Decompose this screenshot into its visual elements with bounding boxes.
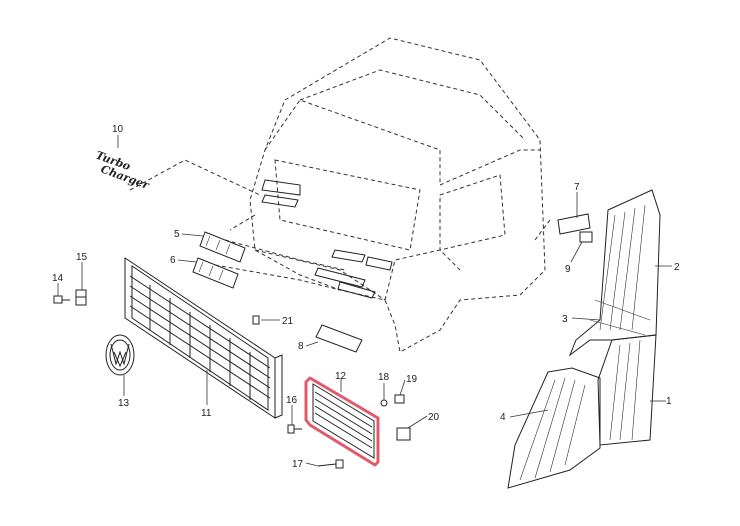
highlight-outline bbox=[304, 376, 380, 467]
callout-13: 13 bbox=[118, 398, 130, 409]
callout-16: 16 bbox=[286, 395, 298, 406]
screw-14 bbox=[53, 295, 70, 304]
callout-4: 4 bbox=[500, 412, 506, 423]
callout-12: 12 bbox=[335, 371, 347, 382]
clip-20 bbox=[396, 427, 411, 441]
callout-2: 2 bbox=[674, 262, 680, 273]
clip-21 bbox=[252, 315, 260, 325]
trim-strip-5 bbox=[199, 231, 246, 263]
callout-11: 11 bbox=[201, 408, 212, 419]
screw-17 bbox=[317, 459, 344, 469]
callout-15: 15 bbox=[76, 252, 88, 263]
callout-7: 7 bbox=[574, 182, 580, 193]
clip-9 bbox=[579, 231, 593, 243]
nut-19 bbox=[394, 394, 405, 404]
vw-badge bbox=[105, 334, 135, 376]
screw-16 bbox=[287, 424, 302, 434]
side-panel-4 bbox=[507, 367, 601, 489]
plate-8 bbox=[315, 324, 363, 353]
callout-labels: 1 2 3 4 5 6 7 8 9 10 11 12 13 14 15 16 1… bbox=[52, 124, 680, 470]
callout-1: 1 bbox=[666, 396, 672, 407]
callout-9: 9 bbox=[565, 264, 571, 275]
callout-6: 6 bbox=[170, 255, 176, 266]
bracket-15 bbox=[75, 289, 87, 306]
callout-17: 17 bbox=[292, 459, 304, 470]
turbo-charger-emblem: Turbo Charger bbox=[94, 149, 152, 193]
plate-7 bbox=[557, 213, 591, 235]
callout-10: 10 bbox=[112, 124, 124, 135]
louvre-panel-12 bbox=[304, 376, 380, 467]
leader-lines bbox=[57, 135, 672, 467]
callout-14: 14 bbox=[52, 273, 64, 284]
trim-strip-6 bbox=[192, 257, 239, 289]
callout-21: 21 bbox=[282, 316, 294, 327]
side-panel-2 bbox=[568, 189, 661, 357]
callout-3: 3 bbox=[562, 314, 568, 325]
callout-18: 18 bbox=[378, 372, 390, 383]
side-panel-1 bbox=[597, 334, 657, 446]
cab-outline bbox=[129, 37, 551, 353]
clip-18 bbox=[380, 399, 388, 407]
callout-20: 20 bbox=[428, 412, 440, 423]
front-grille bbox=[124, 257, 283, 419]
callout-19: 19 bbox=[406, 374, 418, 385]
callout-8: 8 bbox=[298, 341, 304, 352]
callout-5: 5 bbox=[174, 229, 180, 240]
